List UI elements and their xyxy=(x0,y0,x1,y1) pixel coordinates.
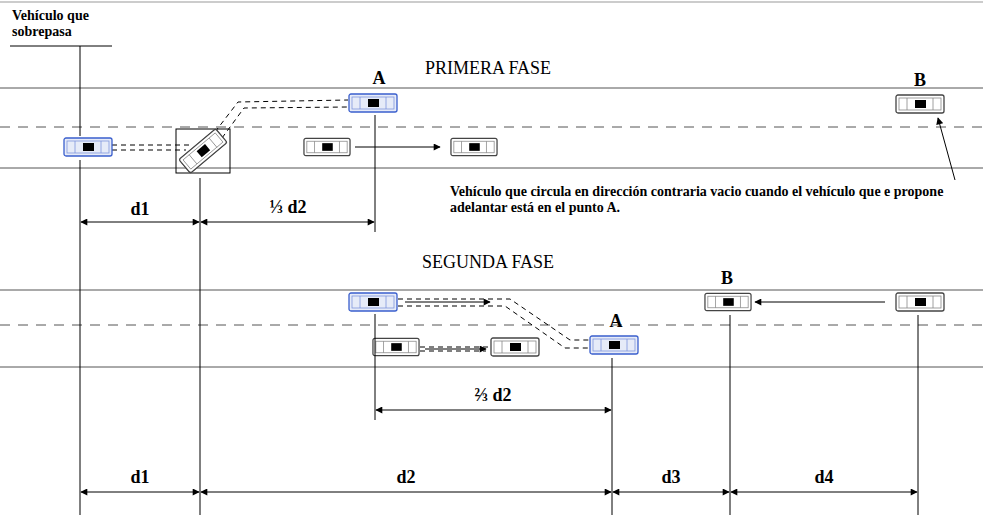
callout-text: Vehículo que sobrepasa xyxy=(12,8,130,40)
dimension-label: d4 xyxy=(814,467,833,488)
road-phase-2 xyxy=(0,290,983,367)
note-text: Vehículo que circula en dirección contra… xyxy=(450,184,975,216)
dimension-label: d2 xyxy=(396,467,415,488)
dimension-label: d1 xyxy=(130,467,149,488)
dimension-label: d3 xyxy=(661,467,680,488)
dimension-label: ⅔ d2 xyxy=(474,385,511,406)
point-label: B xyxy=(721,268,733,289)
dimension-label: d1 xyxy=(130,199,149,220)
road-phase-1 xyxy=(0,88,983,168)
point-label: B xyxy=(914,70,926,91)
dimension-label: ⅓ d2 xyxy=(269,197,306,218)
point-label: A xyxy=(610,311,623,332)
phase-title: PRIMERA FASE xyxy=(425,58,551,79)
phase-title: SEGUNDA FASE xyxy=(422,252,554,273)
point-label: A xyxy=(373,68,386,89)
